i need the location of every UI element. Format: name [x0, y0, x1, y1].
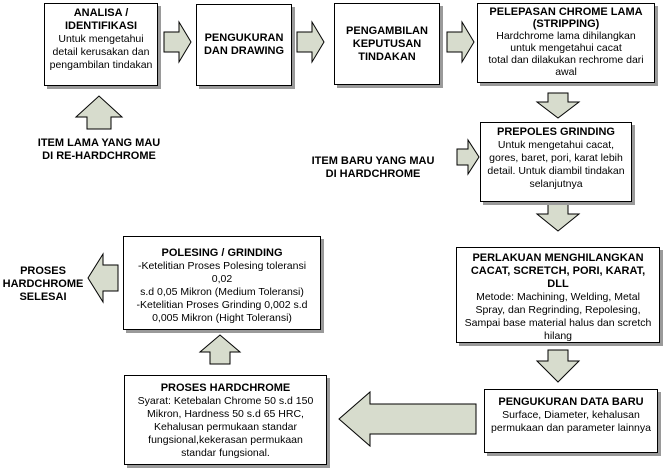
step-description: -Ketelitian Proses Polesing toleransi 0,…	[136, 260, 308, 324]
arrow-down-3	[535, 349, 581, 383]
step-prepoles-grinding: PREPOLES GRINDING Untuk mengetahui cacat…	[480, 122, 632, 202]
step-title: ANALISA / IDENTIFIKASI	[64, 7, 138, 32]
step-description: Untuk mengetahui detail kerusakan dan pe…	[49, 33, 153, 71]
step-description: Metode: Machining, Welding, Metal Spray,…	[464, 291, 652, 342]
arrow-right-1	[163, 20, 192, 64]
label-old-item: ITEM LAMA YANG MAU DI RE-HARDCHROME	[37, 137, 161, 162]
step-description: Syarat: Ketebalan Chrome 50 s.d 150 Mikr…	[137, 395, 314, 459]
step-title: PENGUKURAN DATA BARU	[498, 396, 644, 408]
arrow-right-2	[296, 20, 325, 64]
step-proses-hardchrome: PROSES HARDCHROME Syarat: Ketebalan Chro…	[124, 375, 327, 465]
label-finished: PROSES HARDCHROME SELESAI	[2, 265, 84, 303]
step-polesing-grinding: POLESING / GRINDING -Ketelitian Proses P…	[123, 236, 321, 330]
step-description: Surface, Diameter, kehalusan permukaan d…	[491, 409, 651, 434]
step-pengukuran-data-baru: PENGUKURAN DATA BARU Surface, Diameter, …	[484, 389, 658, 453]
step-pengukuran-drawing: PENGUKURAN DAN DRAWING	[196, 4, 292, 86]
step-pelepasan-chrome: PELEPASAN CHROME LAMA (STRIPPING) Hardch…	[477, 3, 655, 83]
arrow-left-finished	[87, 252, 119, 304]
arrow-right-3	[446, 20, 475, 64]
label-new-item: ITEM BARU YANG MAU DI HARDCHROME	[311, 155, 435, 180]
arrow-up-old-item	[74, 95, 124, 130]
step-title: PROSES HARDCHROME	[160, 382, 291, 394]
step-title: PREPOLES GRINDING	[497, 126, 615, 138]
step-pengambilan-keputusan: PENGAMBILAN KEPUTUSAN TINDAKAN	[334, 3, 440, 85]
step-analisa: ANALISA / IDENTIFIKASI Untuk mengetahui …	[44, 3, 158, 86]
step-title: PERLAKUAN MENGHILANGKAN CACAT, SCRETCH, …	[470, 252, 646, 290]
step-perlakuan-cacat: PERLAKUAN MENGHILANGKAN CACAT, SCRETCH, …	[456, 247, 660, 343]
step-description: Hardchrome lama dihilangkan untuk menget…	[488, 30, 644, 78]
step-title: PELEPASAN CHROME LAMA (STRIPPING)	[489, 6, 643, 30]
step-description: Untuk mengetahui cacat, gores, baret, po…	[487, 139, 625, 190]
step-title: PENGUKURAN DAN DRAWING	[203, 32, 285, 57]
arrow-right-new-item	[456, 138, 480, 176]
step-title: POLESING / GRINDING	[161, 247, 283, 259]
arrow-up-polishing	[198, 334, 242, 365]
arrow-down-1	[535, 92, 581, 119]
arrow-left-hardchrome	[338, 390, 477, 448]
step-title: PENGAMBILAN KEPUTUSAN TINDAKAN	[346, 24, 428, 63]
arrow-down-2	[535, 203, 581, 232]
